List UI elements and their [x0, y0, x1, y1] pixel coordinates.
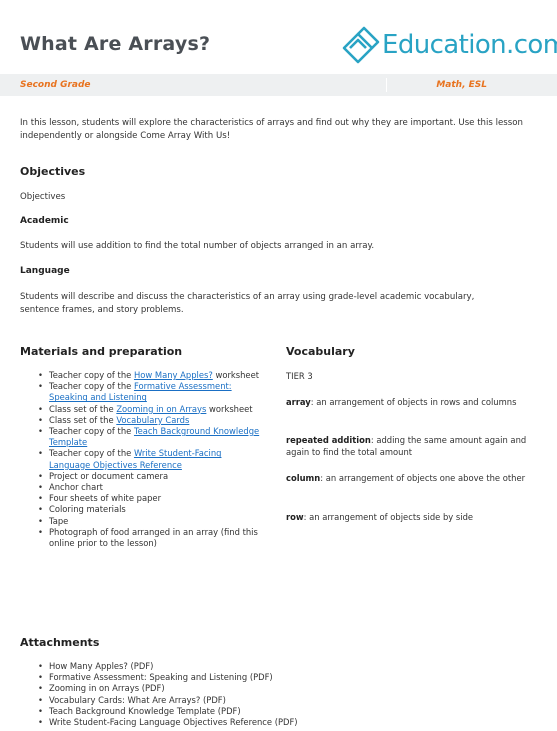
- materials-item: Tape: [38, 516, 260, 527]
- logo-text: Education.com: [382, 30, 557, 60]
- materials-item: Project or document camera: [38, 471, 260, 482]
- vocabulary-term-definition: : an arrangement of objects in rows and …: [310, 397, 517, 407]
- materials-item-text: Tape: [49, 515, 69, 526]
- language-text: Students will describe and discuss the c…: [20, 292, 475, 315]
- materials-item: Teacher copy of the Formative Assessment…: [38, 381, 260, 403]
- materials-item: Class set of the Vocabulary Cards: [38, 415, 260, 426]
- materials-item: Coloring materials: [38, 504, 260, 515]
- vocabulary-term-definition: : adding the same amount again and again…: [286, 435, 527, 458]
- materials-item: Class set of the Zooming in on Arrays wo…: [38, 404, 260, 415]
- subjects-label: Math, ESL: [436, 80, 487, 90]
- vocabulary-term-word: column: [286, 473, 321, 483]
- attachment-item[interactable]: Formative Assessment: Speaking and Liste…: [38, 672, 518, 683]
- materials-item-text: Photograph of food arranged in an array …: [49, 526, 258, 549]
- materials-item-suffix: worksheet: [206, 403, 253, 414]
- materials-item-link[interactable]: Formative Assessment: Speaking and Liste…: [49, 381, 232, 403]
- vocabulary-term-word: array: [286, 397, 311, 407]
- objectives-heading: Objectives: [20, 165, 86, 178]
- vocabulary-term-word: repeated addition: [286, 435, 371, 445]
- materials-item: Photograph of food arranged in an array …: [38, 527, 260, 549]
- materials-item-text: Coloring materials: [49, 504, 126, 515]
- materials-list: Teacher copy of the How Many Apples? wor…: [38, 370, 260, 549]
- page-header: What Are Arrays? Education.com: [0, 0, 557, 74]
- materials-item-suffix: worksheet: [212, 370, 260, 380]
- vocabulary-term-definition: : an arrangement of objects one above th…: [320, 473, 526, 483]
- vocabulary-tier: TIER 3: [286, 371, 313, 381]
- attachment-item[interactable]: Teach Background Knowledge Template (PDF…: [38, 706, 518, 717]
- vocabulary-term: repeated addition: adding the same amoun…: [286, 434, 536, 459]
- materials-item-text: Project or document camera: [49, 470, 169, 481]
- attachment-item[interactable]: Zooming in on Arrays (PDF): [38, 683, 518, 694]
- attachment-item[interactable]: Vocabulary Cards: What Are Arrays? (PDF): [38, 695, 518, 706]
- materials-item-text: Teacher copy of the: [49, 370, 134, 380]
- materials-item-text: Anchor chart: [49, 482, 103, 493]
- materials-item-text: Teacher copy of the: [49, 448, 134, 459]
- materials-item-text: Teacher copy of the: [49, 381, 134, 392]
- vocabulary-heading: Vocabulary: [286, 345, 355, 358]
- materials-item: Teacher copy of the Teach Background Kno…: [38, 426, 260, 448]
- materials-item: Four sheets of white paper: [38, 493, 260, 504]
- vocabulary-term: row: an arrangement of objects side by s…: [286, 511, 536, 523]
- page-title: What Are Arrays?: [20, 33, 211, 55]
- lesson-meta-bar: Second Grade Math, ESL: [0, 74, 557, 96]
- vocabulary-term: column: an arrangement of objects one ab…: [286, 472, 536, 484]
- materials-item: Anchor chart: [38, 482, 260, 493]
- logo-diamond-icon: [342, 26, 380, 64]
- academic-heading: Academic: [20, 216, 69, 226]
- materials-item-text: Class set of the: [49, 414, 117, 425]
- education-com-logo[interactable]: Education.com: [338, 26, 557, 66]
- vocabulary-term-word: row: [286, 512, 304, 522]
- materials-item-link[interactable]: Teach Background Knowledge Template: [49, 426, 260, 448]
- grade-label: Second Grade: [20, 80, 91, 90]
- materials-item-link[interactable]: Zooming in on Arrays: [116, 403, 207, 414]
- attachments-heading: Attachments: [20, 636, 100, 649]
- materials-item-link[interactable]: How Many Apples?: [133, 370, 213, 380]
- materials-item-link[interactable]: Write Student-Facing Language Objectives…: [49, 448, 222, 470]
- materials-heading: Materials and preparation: [20, 345, 183, 358]
- materials-item-text: Class set of the: [49, 403, 117, 414]
- materials-item-text: Teacher copy of the: [49, 426, 134, 437]
- materials-item: Teacher copy of the Write Student-Facing…: [38, 448, 260, 470]
- objectives-label: Objectives: [20, 192, 66, 202]
- materials-item-link[interactable]: Vocabulary Cards: [116, 414, 190, 425]
- language-heading: Language: [20, 266, 70, 276]
- vocabulary-term-definition: : an arrangement of objects side by side: [303, 512, 474, 522]
- vocabulary-term: array: an arrangement of objects in rows…: [286, 396, 536, 408]
- attachments-list: How Many Apples? (PDF)Formative Assessme…: [38, 661, 518, 728]
- attachment-item[interactable]: How Many Apples? (PDF): [38, 661, 518, 672]
- academic-text: Students will use addition to find the t…: [20, 241, 375, 251]
- intro-paragraph: In this lesson, students will explore th…: [20, 118, 523, 141]
- meta-divider: [386, 78, 387, 92]
- materials-item: Teacher copy of the How Many Apples? wor…: [38, 370, 260, 381]
- materials-item-text: Four sheets of white paper: [49, 493, 162, 504]
- attachment-item[interactable]: Write Student-Facing Language Objectives…: [38, 717, 518, 728]
